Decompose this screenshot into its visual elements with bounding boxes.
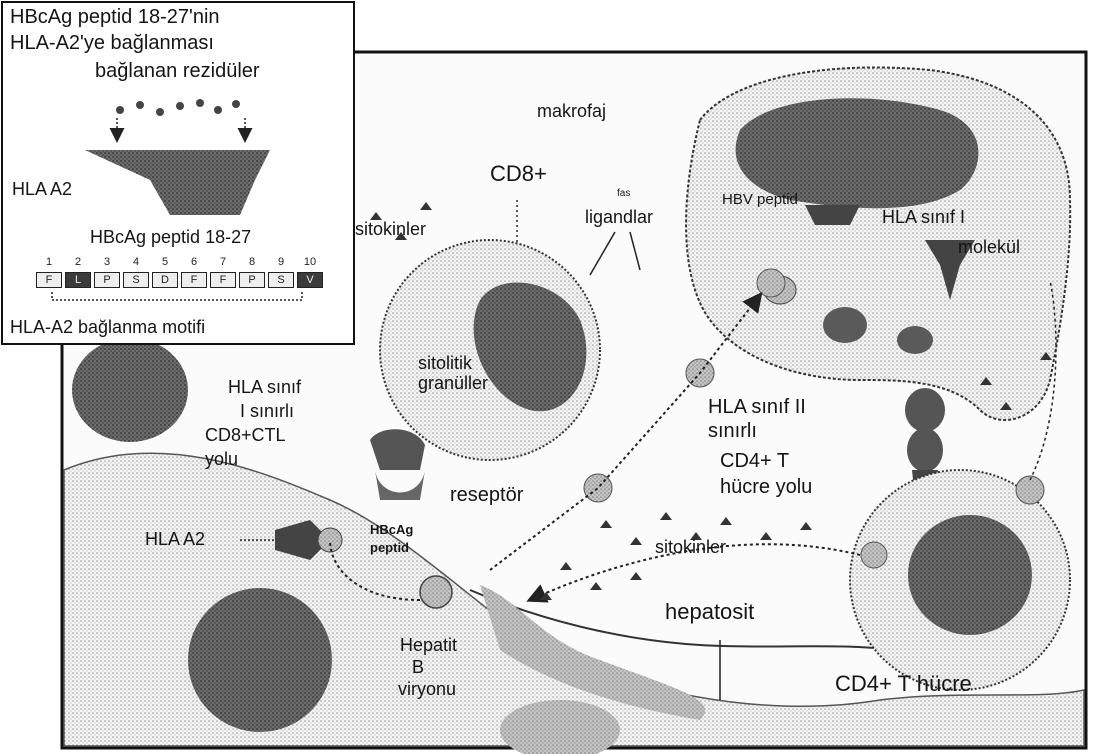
label-hepatit-3: viryonu (398, 680, 456, 700)
motif-residue-cell: S (123, 272, 149, 288)
inset-title-line2: HLA-A2'ye bağlanması (10, 32, 214, 54)
motif-position-number: 2 (65, 256, 91, 268)
label-cd4-path-1: CD4+ T (720, 450, 789, 472)
pathway-circle (584, 474, 612, 502)
label-hla-sinif-i-1: HLA sınıf I (882, 208, 965, 228)
hepatocyte-nucleus (72, 338, 188, 442)
label-hla-sinif-i-2: molekül (958, 238, 1020, 258)
inset-motif-label: HLA-A2 bağlanma motifi (10, 318, 205, 338)
label-hla-a2: HLA A2 (145, 530, 205, 550)
motif-position-number: 4 (123, 256, 149, 268)
label-cd8-path-1: HLA sınıf (228, 378, 301, 398)
inset-peptide-title: HBcAg peptid 18-27 (90, 228, 251, 248)
label-reseptor: reseptör (450, 484, 523, 506)
pathway-circle (757, 269, 785, 297)
label-cd4-cell: CD4+ T hücre (835, 672, 972, 696)
motif-residue-cell: F (181, 272, 207, 288)
inset-title-line1: HBcAg peptid 18-27'nin (10, 6, 220, 28)
motif-residue-cell: F (210, 272, 236, 288)
motif-position-number: 5 (152, 256, 178, 268)
label-hla-sinif-ii-1: HLA sınıf II (708, 396, 806, 418)
label-hepatosit: hepatosit (665, 600, 754, 624)
inset-binding-residues: bağlanan rezidüler (95, 60, 260, 82)
label-ligandlar: ligandlar (585, 208, 653, 228)
motif-residue-cell: P (239, 272, 265, 288)
label-makrofaj: makrofaj (537, 102, 606, 122)
hbv-virion (420, 576, 452, 608)
motif-residue-cell: S (268, 272, 294, 288)
motif-position-number: 9 (268, 256, 294, 268)
label-hepatit-1: Hepatit (400, 636, 457, 656)
label-hbv-peptid: HBV peptid (722, 192, 798, 209)
motif-position-number: 8 (239, 256, 265, 268)
label-sitokinler-bottom: sitokinler (655, 538, 726, 558)
cd4-nucleus (908, 515, 1032, 635)
label-cd8-path-4: yolu (205, 450, 238, 470)
label-hla-sinif-ii-2: sınırlı (708, 420, 757, 442)
motif-residue-cell: D (152, 272, 178, 288)
motif-residue-cell: V (297, 272, 323, 288)
inset-hla-a2-label: HLA A2 (12, 180, 72, 200)
label-cd8: CD8+ (490, 162, 547, 186)
motif-position-number: 3 (94, 256, 120, 268)
hepatocyte-nucleus (188, 588, 332, 732)
label-cd4-path-2: hücre yolu (720, 476, 812, 498)
motif-residue-cell: P (94, 272, 120, 288)
motif-position-number: 7 (210, 256, 236, 268)
macrophage-vesicle (897, 326, 933, 354)
label-hbcag-2: peptid (370, 541, 409, 555)
label-cd8-path-2: I sınırlı (240, 402, 294, 422)
label-fas: fas (617, 188, 630, 199)
macrophage-vesicle (823, 307, 867, 343)
label-cd8-path-3: CD8+CTL (205, 426, 286, 446)
pathway-circle (1016, 476, 1044, 504)
label-hbcag-1: HBcAg (370, 523, 413, 537)
motif-position-number: 10 (297, 256, 323, 268)
motif-residue-cell: L (65, 272, 91, 288)
motif-position-number: 1 (36, 256, 62, 268)
label-sitolitik-1: sitolitik (418, 354, 472, 374)
motif-residue-cell: F (36, 272, 62, 288)
label-sitolitik-2: granüller (418, 374, 488, 394)
label-sitokinler-top: sitokinler (355, 220, 426, 240)
pathway-circle (861, 542, 887, 568)
motif-position-number: 6 (181, 256, 207, 268)
label-hepatit-2: B (412, 658, 424, 678)
